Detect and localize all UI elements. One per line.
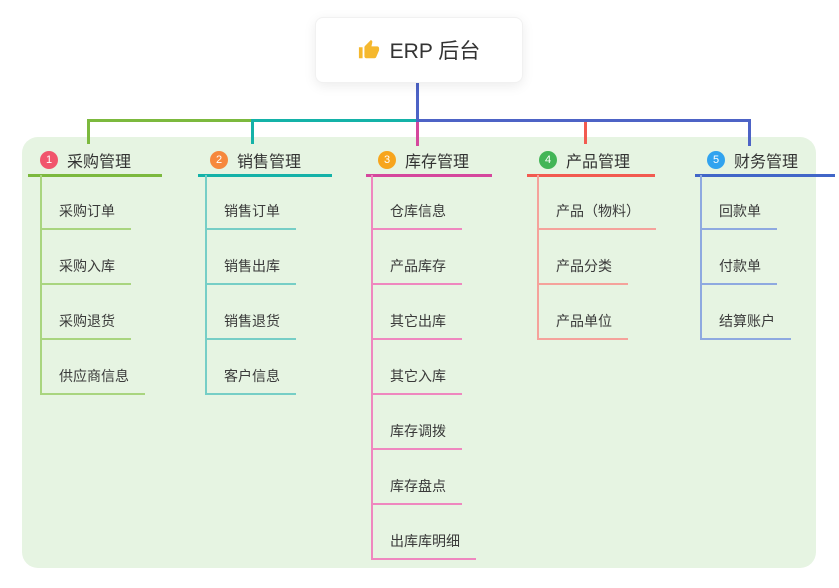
child-node-label: 采购退货	[42, 311, 131, 340]
branch-title-label: 销售管理	[237, 154, 302, 171]
child-node[interactable]: 产品（物料）	[539, 175, 656, 230]
child-node-label: 销售订单	[207, 201, 296, 230]
child-node-label: 销售退货	[207, 311, 296, 340]
child-node-label: 产品分类	[539, 256, 628, 285]
connector-branch5-drop	[748, 119, 751, 146]
child-node-label: 回款单	[702, 201, 777, 230]
connector-branch2	[251, 119, 419, 122]
branch-title-label: 财务管理	[734, 154, 799, 171]
connector-branch1	[87, 119, 253, 122]
branch-title-label: 产品管理	[566, 154, 631, 171]
child-node-label: 结算账户	[702, 311, 791, 340]
child-node[interactable]: 仓库信息	[373, 175, 476, 230]
child-node[interactable]: 结算账户	[702, 285, 791, 340]
child-node[interactable]: 客户信息	[207, 340, 296, 395]
connector-branch3-drop	[416, 122, 419, 146]
branch-children-inventory: 仓库信息 产品库存 其它出库 其它入库 库存调拨 库存盘点 出库库明细	[371, 175, 476, 560]
branch-badge: 5	[707, 151, 725, 169]
branch-children-finance: 回款单 付款单 结算账户	[700, 175, 791, 340]
child-node-label: 销售出库	[207, 256, 296, 285]
child-node-label: 仓库信息	[373, 201, 462, 230]
child-node[interactable]: 产品单位	[539, 285, 656, 340]
child-node[interactable]: 其它出库	[373, 285, 476, 340]
connector-branch4-drop	[584, 122, 587, 144]
child-node[interactable]: 供应商信息	[42, 340, 145, 395]
branch-badge: 1	[40, 151, 58, 169]
connector-right-bus	[417, 119, 751, 122]
child-node-label: 产品库存	[373, 256, 462, 285]
child-node[interactable]: 产品分类	[539, 230, 656, 285]
child-node[interactable]: 其它入库	[373, 340, 476, 395]
child-node[interactable]: 回款单	[702, 175, 791, 230]
child-node[interactable]: 销售退货	[207, 285, 296, 340]
connector-branch2-drop	[251, 119, 254, 144]
child-node-label: 采购入库	[42, 256, 131, 285]
branch-title-purchase[interactable]: 1 采购管理	[28, 146, 162, 177]
branch-children-purchase: 采购订单 采购入库 采购退货 供应商信息	[40, 175, 145, 395]
child-node[interactable]: 销售订单	[207, 175, 296, 230]
child-node-label: 库存盘点	[373, 476, 462, 505]
child-node[interactable]: 销售出库	[207, 230, 296, 285]
branch-title-product[interactable]: 4 产品管理	[527, 146, 655, 177]
branch-badge: 2	[210, 151, 228, 169]
child-node[interactable]: 付款单	[702, 230, 791, 285]
child-node[interactable]: 库存调拨	[373, 395, 476, 450]
branch-title-label: 库存管理	[405, 154, 470, 171]
child-node-label: 库存调拨	[373, 421, 462, 450]
branch-title-sales[interactable]: 2 销售管理	[198, 146, 332, 177]
branch-badge: 3	[378, 151, 396, 169]
child-node[interactable]: 库存盘点	[373, 450, 476, 505]
root-node[interactable]: ERP 后台	[315, 17, 523, 83]
branch-title-inventory[interactable]: 3 库存管理	[366, 146, 492, 177]
thumbs-up-icon	[358, 39, 380, 61]
child-node[interactable]: 采购退货	[42, 285, 145, 340]
branch-children-sales: 销售订单 销售出库 销售退货 客户信息	[205, 175, 296, 395]
branches-panel	[22, 137, 816, 568]
child-node-label: 采购订单	[42, 201, 131, 230]
root-label: ERP 后台	[389, 40, 481, 63]
connector-branch1-drop	[87, 119, 90, 144]
child-node[interactable]: 产品库存	[373, 230, 476, 285]
child-node-label: 付款单	[702, 256, 777, 285]
child-node-label: 其它出库	[373, 311, 462, 340]
child-node-label: 产品单位	[539, 311, 628, 340]
child-node[interactable]: 出库库明细	[373, 505, 476, 560]
branch-badge: 4	[539, 151, 557, 169]
child-node-label: 客户信息	[207, 366, 296, 395]
branch-title-label: 采购管理	[67, 154, 132, 171]
branch-title-finance[interactable]: 5 财务管理	[695, 146, 835, 177]
branch-children-product: 产品（物料） 产品分类 产品单位	[537, 175, 656, 340]
child-node-label: 供应商信息	[42, 366, 145, 395]
child-node-label: 其它入库	[373, 366, 462, 395]
child-node-label: 产品（物料）	[539, 201, 656, 230]
child-node-label: 出库库明细	[373, 531, 476, 560]
connector-root-drop	[416, 81, 419, 122]
child-node[interactable]: 采购入库	[42, 230, 145, 285]
child-node[interactable]: 采购订单	[42, 175, 145, 230]
